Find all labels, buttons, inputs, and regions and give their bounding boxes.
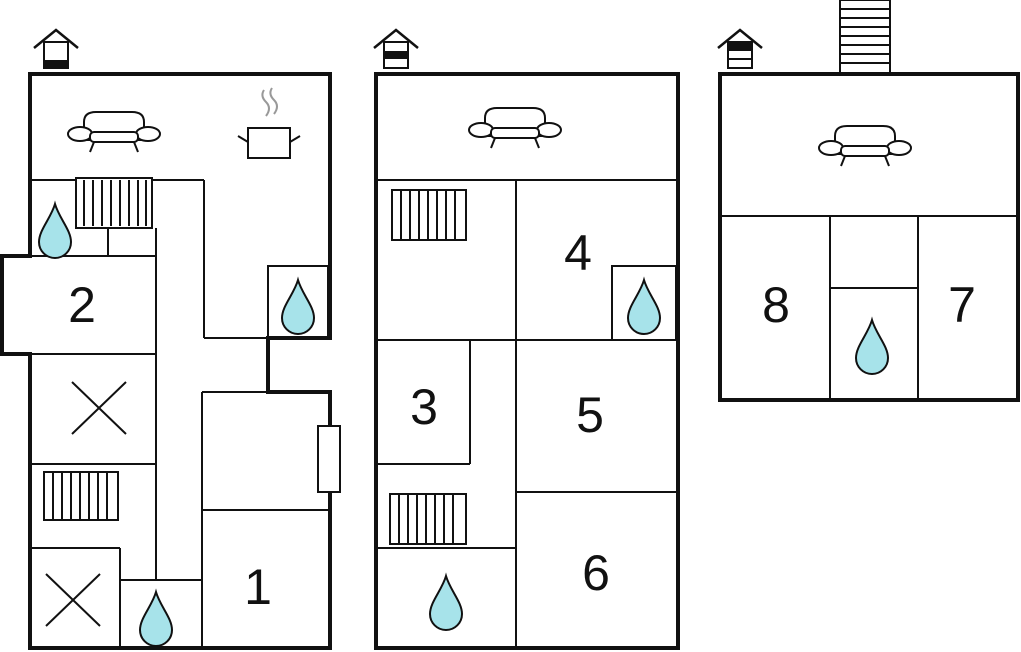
room-number-2: 2 [68, 277, 96, 333]
sofa-icon [468, 107, 562, 149]
interior-walls [720, 215, 1018, 400]
water-drop-icon [139, 591, 173, 647]
interior-walls [376, 179, 678, 648]
sofa-icon [67, 111, 161, 153]
cooking-pot-icon [237, 87, 301, 159]
outer-wall [0, 72, 332, 650]
house-level-icon [373, 28, 419, 69]
void-cross-icon [71, 381, 127, 435]
interior-walls [30, 179, 330, 648]
room-number-8: 8 [762, 277, 790, 333]
water-drop-icon [627, 279, 661, 335]
house-level-icon [717, 28, 763, 69]
stairs-icon [389, 493, 467, 545]
stairs-icon [391, 189, 467, 241]
room-number-4: 4 [564, 225, 592, 281]
water-drop-icon [281, 279, 315, 335]
room-number-6: 6 [582, 545, 610, 601]
water-drop-icon [855, 319, 889, 375]
floor-plan-first: 3 4 5 6 [373, 28, 680, 650]
room-number-7: 7 [948, 277, 976, 333]
outer-wall [718, 72, 1020, 402]
outer-wall [374, 72, 680, 650]
void-cross-icon [45, 573, 101, 627]
house-level-icon [33, 28, 79, 69]
stairs-icon [43, 471, 119, 521]
floor-plan-attic: 7 8 [717, 0, 1020, 402]
stairs-icon [75, 177, 153, 229]
water-drop-icon [429, 575, 463, 631]
room-number-5: 5 [576, 387, 604, 443]
floor-plan-ground: 1 2 [0, 28, 341, 650]
water-drop-icon [38, 203, 72, 259]
room-number-1: 1 [244, 559, 272, 615]
sofa-icon [818, 125, 912, 167]
window-icon [317, 425, 341, 493]
ladder-icon [839, 0, 891, 75]
room-number-3: 3 [410, 379, 438, 435]
